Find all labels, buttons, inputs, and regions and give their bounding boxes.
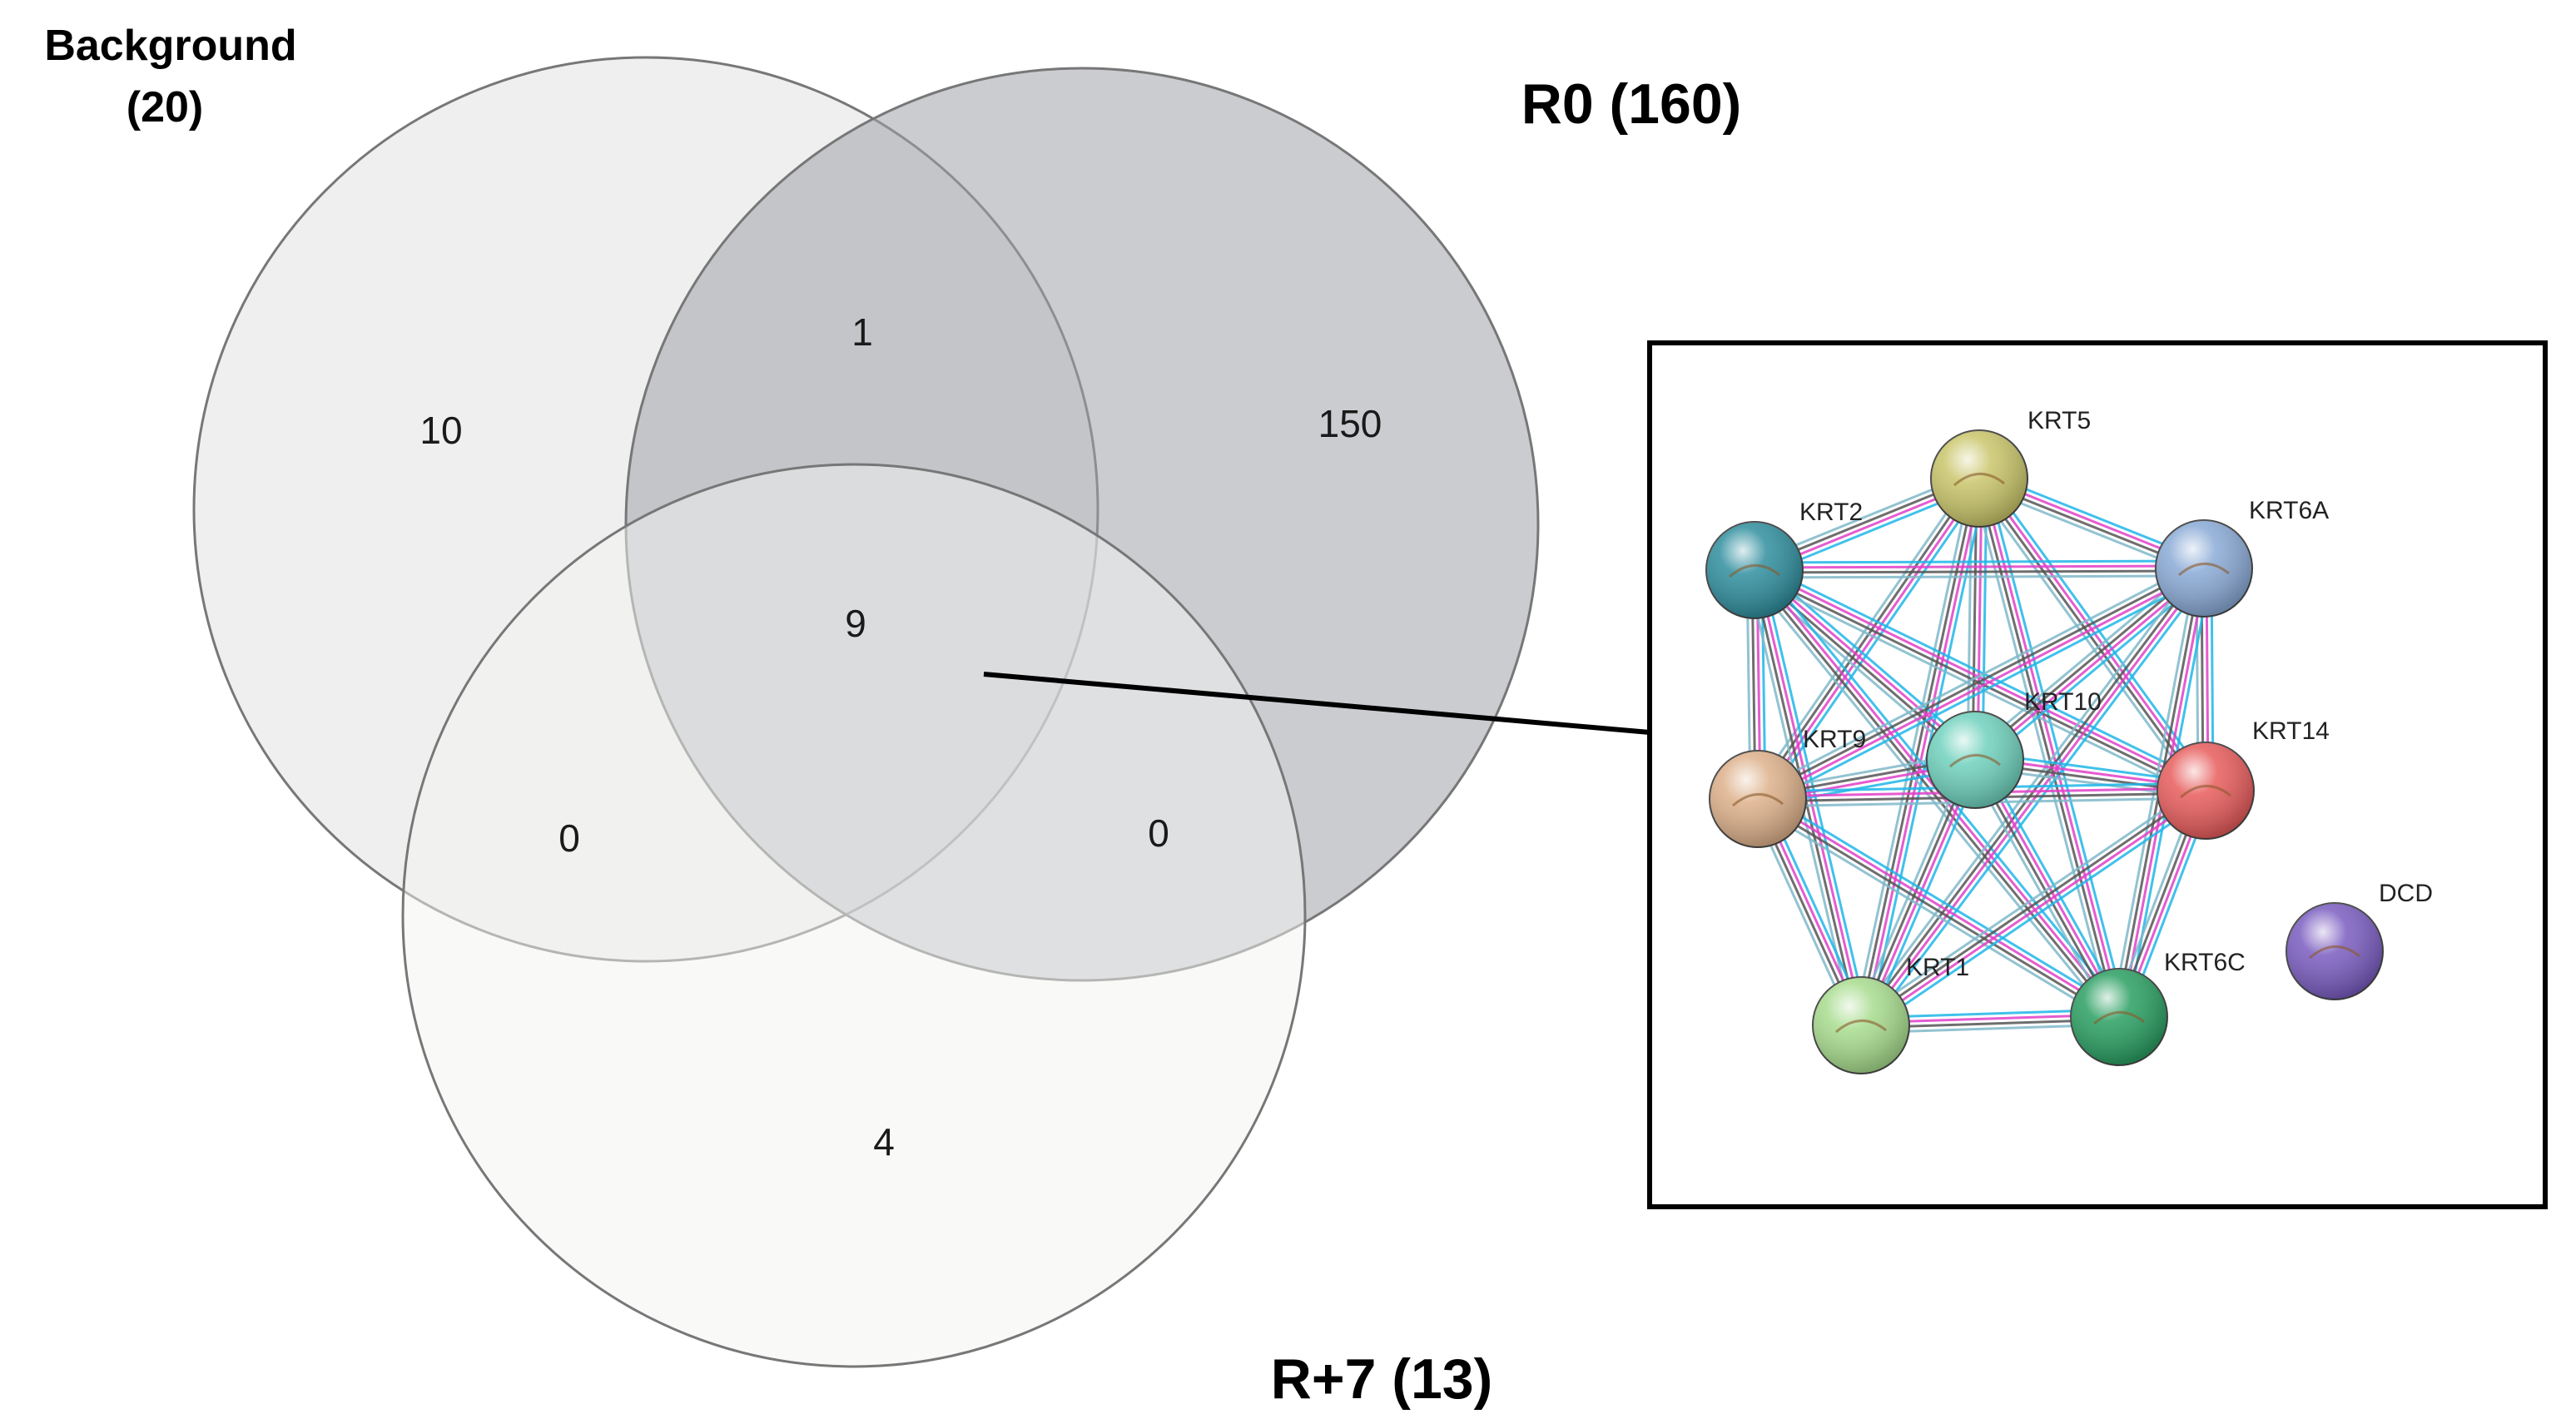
edge-krt6a-krt9: [1758, 569, 2206, 802]
region-r0-r7: 0: [1148, 811, 1169, 855]
node-krt10[interactable]: KRT10: [1926, 688, 2102, 809]
r7-set-title: R+7 (13): [1271, 1347, 1492, 1411]
edge-krt5-krt1: [1857, 478, 1978, 1025]
edge-krt6a-krt9: [1754, 560, 2201, 794]
node-gloss-krt6a: [2156, 520, 2252, 617]
node-dcd[interactable]: DCD: [2286, 880, 2433, 1000]
edge-krt9-krt6c: [1758, 796, 2122, 1016]
edge-krt10-krt6c: [1967, 762, 2114, 1022]
node-krt5[interactable]: KRT5: [1930, 407, 2091, 528]
region-r7-only: 4: [873, 1120, 895, 1163]
edge-krt14-krt1: [1861, 791, 2208, 1029]
edge-krt6a-krt10: [1975, 569, 2206, 763]
edge-krt14-krt1: [1856, 783, 2202, 1020]
node-structure-dcd: [2309, 945, 2360, 960]
edge-krt14-krt1: [1864, 796, 2211, 1033]
region-background-r0: 1: [851, 310, 873, 354]
node-structure-krt6a: [2178, 563, 2230, 577]
edge-krt6a-krt1: [1862, 568, 2207, 1028]
node-label-krt9: KRT9: [1803, 726, 1866, 753]
node-label-krt10: KRT10: [2024, 688, 2102, 716]
node-gloss-krt1: [1813, 977, 1909, 1074]
edge-krt6a-krt10: [1978, 573, 2210, 767]
node-gloss-krt9: [1710, 751, 1806, 847]
edge-krt5-krt6c: [1970, 479, 2113, 1020]
edge-krt2-krt6a: [1755, 574, 2205, 579]
region-background-r7: 0: [558, 816, 580, 860]
node-label-dcd: DCD: [2379, 880, 2433, 907]
node-label-krt14: KRT14: [2252, 717, 2330, 745]
edge-krt9-krt6c: [1755, 800, 2119, 1020]
region-background-only: 10: [419, 409, 462, 452]
node-gloss-krt2: [1706, 522, 1803, 618]
edge-krt6a-krt9: [1760, 573, 2208, 807]
node-krt6c[interactable]: KRT6C: [2070, 949, 2246, 1066]
edge-krt14-krt1: [1859, 787, 2206, 1025]
node-structure-krt6c: [2093, 1011, 2145, 1025]
background-set-title: Background: [44, 22, 296, 70]
node-label-krt2: KRT2: [1799, 499, 1863, 526]
edge-krt5-krt9: [1759, 479, 1983, 801]
node-label-krt6a: KRT6A: [2249, 497, 2329, 524]
node-krt14[interactable]: KRT14: [2157, 717, 2330, 840]
node-structure-krt1: [1835, 1020, 1887, 1034]
node-krt9[interactable]: KRT9: [1709, 726, 1866, 848]
edge-krt2-krt14: [1750, 575, 2203, 799]
region-r0-only: 150: [1318, 402, 1382, 445]
edge-krt2-krt14: [1755, 566, 2207, 790]
edge-krt2-krt6a: [1754, 564, 2204, 569]
node-krt2[interactable]: KRT2: [1705, 499, 1863, 619]
node-label-krt5: KRT5: [2028, 407, 2091, 434]
node-gloss-dcd: [2286, 903, 2383, 1000]
node-structure-krt10: [1949, 754, 2001, 768]
edge-krt2-krt6c: [1751, 570, 2118, 1020]
edge-krt9-krt6c: [1760, 791, 2124, 1012]
node-label-krt6c: KRT6C: [2164, 949, 2246, 976]
edge-krt2-krt6a: [1755, 569, 2205, 574]
node-krt6a[interactable]: KRT6A: [2155, 497, 2329, 618]
edge-krt5-krt9: [1750, 474, 1974, 796]
region-all-three: 9: [845, 602, 866, 645]
node-structure-krt5: [1953, 473, 2005, 487]
edge-krt2-krt6a: [1754, 559, 2204, 564]
node-gloss-krt5: [1931, 430, 2028, 527]
node-label-krt1: KRT1: [1906, 954, 1969, 981]
edge-krt6a-krt9: [1755, 565, 2204, 798]
node-gloss-krt14: [2157, 742, 2254, 839]
callout-line: [983, 672, 1650, 735]
r7-set-circle: [401, 463, 1307, 1368]
node-gloss-krt10: [1927, 712, 2023, 808]
venn-diagram: [192, 56, 1540, 1368]
edge-krt5-krt9: [1763, 482, 1987, 804]
edge-krt5-krt6c: [1975, 479, 2118, 1019]
edge-krt5-krt1: [1862, 479, 1983, 1026]
node-structure-krt9: [1732, 793, 1784, 807]
background-set-total: (20): [127, 83, 203, 131]
r0-set-title: R0 (160): [1521, 72, 1742, 136]
node-structure-krt2: [1729, 564, 1780, 578]
node-krt1[interactable]: KRT1: [1812, 954, 1969, 1074]
node-structure-krt14: [2180, 785, 2231, 799]
node-gloss-krt6c: [2071, 969, 2167, 1065]
edge-krt9-krt6c: [1753, 804, 2117, 1025]
